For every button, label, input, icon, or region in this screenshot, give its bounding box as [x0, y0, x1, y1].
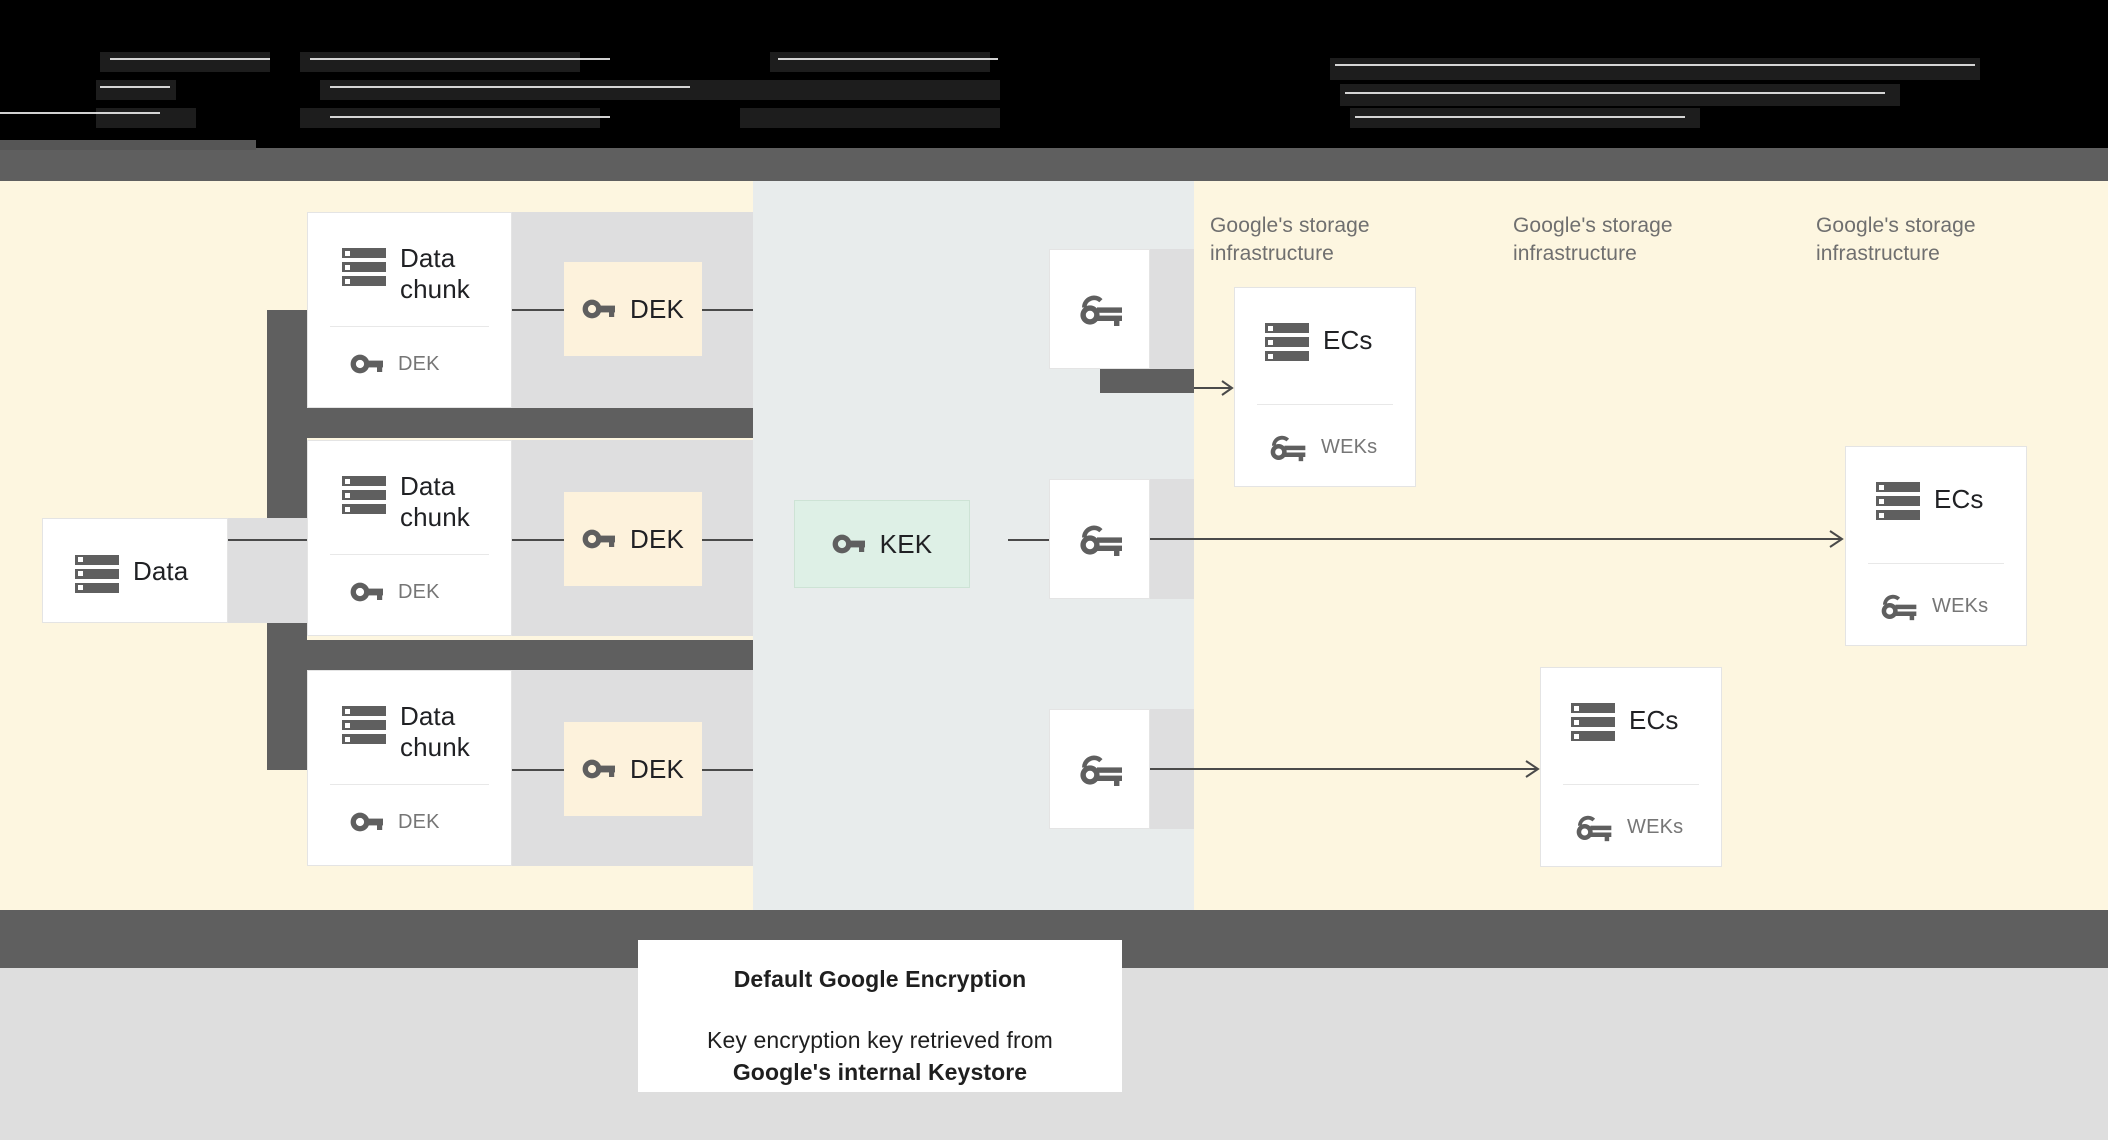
ecs-card-3[interactable]: ECs WEKs — [1845, 446, 2027, 646]
wrapped-key-icon — [1079, 755, 1122, 786]
card-divider — [330, 326, 489, 328]
wrapped-key-box-1[interactable] — [1049, 249, 1150, 369]
legend-subtitle: Key encryption key retrieved from Google… — [638, 1025, 1122, 1088]
key-icon — [350, 351, 384, 377]
server-stack-icon — [342, 471, 386, 515]
kek-box[interactable]: KEK — [794, 500, 970, 588]
dek-box-1[interactable]: DEK — [564, 262, 702, 356]
key-icon — [582, 756, 616, 782]
key-icon — [582, 526, 616, 552]
wrapped-key-shadow-1 — [1150, 249, 1194, 369]
server-stack-icon — [75, 550, 119, 594]
connector-chunk-to-dek-2 — [512, 539, 564, 541]
key-icon — [350, 579, 384, 605]
server-stack-icon — [342, 243, 386, 287]
legend-box: Default Google Encryption Key encryption… — [638, 940, 1122, 1092]
ecs-card-key-label: WEKs — [1932, 594, 1989, 617]
wrapped-key-icon — [1878, 590, 1918, 622]
card-divider — [1868, 563, 2004, 564]
wrapped-key-icon — [1267, 431, 1307, 463]
wrapped-key-box-2[interactable] — [1049, 479, 1150, 599]
connector-dek-right-3 — [702, 769, 753, 771]
key-icon — [832, 531, 866, 557]
chunk-card-key-label: DEK — [398, 580, 440, 603]
server-stack-icon — [1571, 698, 1615, 742]
data-card-label: Data — [133, 556, 189, 587]
data-card-shadow — [228, 518, 308, 623]
card-divider — [330, 784, 489, 786]
chunk-card-title: Data chunk — [400, 701, 470, 762]
wrapped-key-box-3[interactable] — [1049, 709, 1150, 829]
card-divider — [330, 554, 489, 556]
connector-chunk-to-dek-1 — [512, 309, 564, 311]
chunk-card-2[interactable]: Data chunk DEK — [307, 440, 512, 636]
dek-box-label: DEK — [629, 293, 685, 324]
chunk-bracket-arm-2 — [267, 640, 753, 670]
kek-box-label: KEK — [879, 528, 933, 559]
dek-box-3[interactable]: DEK — [564, 722, 702, 816]
ecs-card-title: ECs — [1629, 704, 1679, 735]
server-stack-icon — [1876, 477, 1920, 521]
storage-caption-2: Google's storage infrastructure — [1513, 214, 1673, 265]
ecs-card-1[interactable]: ECs WEKs — [1234, 287, 1416, 487]
ecs-card-key-label: WEKs — [1627, 815, 1684, 838]
key-icon — [350, 809, 384, 835]
chunk-card-title: Data chunk — [400, 243, 470, 304]
wrapped-key-icon — [1079, 295, 1122, 326]
chunk-card-key-label: DEK — [398, 352, 440, 375]
ecs-card-key-label: WEKs — [1321, 435, 1378, 458]
storage-caption-1: Google's storage infrastructure — [1210, 214, 1370, 265]
card-divider — [1563, 784, 1699, 785]
connector-kek-to-wrapped — [1008, 539, 1049, 541]
key-icon — [582, 296, 616, 322]
chunk-card-key-label: DEK — [398, 810, 440, 833]
card-divider — [1257, 404, 1393, 405]
connector-dek-right-1 — [702, 309, 753, 311]
legend-subtitle-line2: Google's internal Keystore — [732, 1058, 1028, 1085]
chunk-card-3[interactable]: Data chunk DEK — [307, 670, 512, 866]
server-stack-icon — [342, 701, 386, 745]
top-gray-divider-band — [0, 148, 2108, 181]
chunk-bracket-arm-1 — [267, 408, 753, 438]
legend-title: Default Google Encryption — [733, 966, 1027, 992]
connector-dek-right-2 — [702, 539, 753, 541]
dek-box-label: DEK — [629, 523, 685, 554]
storage-caption-3: Google's storage infrastructure — [1816, 214, 1976, 265]
chunk-card-title: Data chunk — [400, 471, 470, 532]
ecs-card-2[interactable]: ECs WEKs — [1540, 667, 1722, 867]
wrapped-key-icon — [1573, 811, 1613, 843]
connector-chunk-to-dek-3 — [512, 769, 564, 771]
data-card[interactable]: Data — [42, 518, 228, 623]
dek-box-label: DEK — [629, 753, 685, 784]
chunk-card-1[interactable]: Data chunk DEK — [307, 212, 512, 408]
wrapped-key-icon — [1079, 525, 1122, 556]
ecs-card-title: ECs — [1934, 483, 1984, 514]
dek-box-2[interactable]: DEK — [564, 492, 702, 586]
legend-subtitle-line1: Key encryption key retrieved from — [707, 1027, 1053, 1053]
connector-data-to-chunk — [228, 539, 308, 541]
ecs-card-title: ECs — [1323, 324, 1373, 355]
server-stack-icon — [1265, 318, 1309, 362]
